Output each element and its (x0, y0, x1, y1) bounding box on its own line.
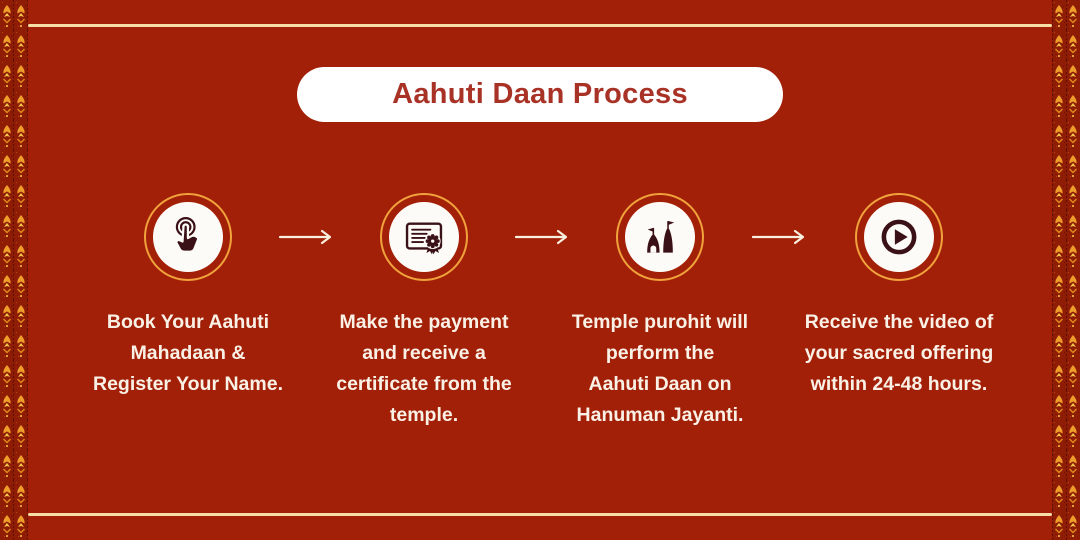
step-description: Book Your Aahuti Mahadaan & Register You… (92, 311, 283, 395)
step-video: Receive the video of your sacred offerin… (779, 193, 1019, 400)
top-divider-line (28, 24, 1052, 27)
icon-circle (153, 202, 223, 272)
right-arrow-icon (515, 229, 568, 245)
step-book: Book Your Aahuti Mahadaan & Register You… (68, 193, 308, 400)
play-icon (881, 219, 917, 255)
page-title: Aahuti Daan Process (392, 78, 688, 110)
step-description: Temple purohit will perform the Aahuti D… (571, 311, 749, 426)
icon-circle (389, 202, 459, 272)
title-pill: Aahuti Daan Process (297, 67, 783, 122)
right-arrow-icon (752, 229, 805, 245)
tap-icon (174, 217, 200, 253)
icon-ring (616, 193, 704, 281)
step-ritual: Temple purohit will perform the Aahuti D… (540, 193, 780, 431)
step-description: Make the payment and receive a certifica… (336, 311, 512, 426)
right-arrow-icon (279, 229, 332, 245)
icon-ring (855, 193, 943, 281)
icon-ring (380, 193, 468, 281)
decorative-border-left (0, 0, 28, 540)
icon-circle (864, 202, 934, 272)
step-description: Receive the video of your sacred offerin… (804, 311, 994, 395)
certificate-icon (405, 222, 443, 255)
step-payment: Make the payment and receive a certifica… (304, 193, 544, 431)
icon-ring (144, 193, 232, 281)
temple-icon (647, 220, 675, 253)
icon-circle (625, 202, 695, 272)
bottom-divider-line (28, 513, 1052, 516)
decorative-border-right (1052, 0, 1080, 540)
